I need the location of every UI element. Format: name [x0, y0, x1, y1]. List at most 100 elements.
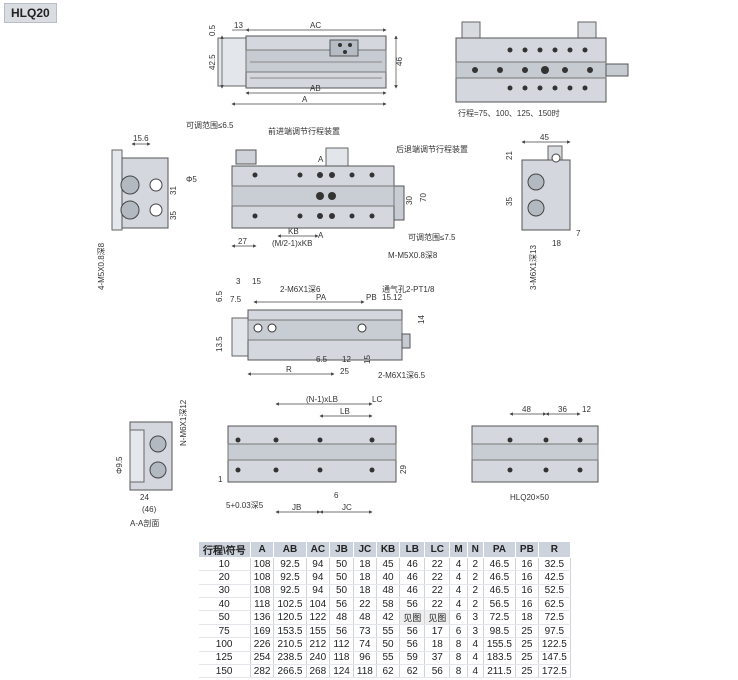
dim-lc: LC [372, 395, 382, 404]
table-cell: 4 [449, 570, 468, 585]
table-cell: 118 [250, 597, 275, 612]
dim-a: A [302, 95, 308, 104]
table-cell: 136 [250, 610, 275, 626]
table-cell: 108 [250, 557, 275, 572]
table-cell: 25 [515, 624, 539, 639]
table-cell: 6 [449, 610, 468, 626]
table-cell: 122.5 [538, 637, 571, 652]
table-header-cell: KB [375, 541, 401, 558]
table-cell: 62 [399, 664, 426, 679]
table-cell: 120.5 [273, 610, 307, 626]
table-cell: 169 [250, 624, 275, 639]
table-cell: 22 [353, 597, 377, 612]
table-cell: 2 [467, 584, 484, 598]
section-mark-a-bottom: A [318, 231, 324, 240]
table-cell: 72.5 [483, 610, 516, 626]
table-header-cell: LC [424, 541, 451, 558]
table-cell: 92.5 [273, 570, 307, 585]
table-cell: 62.5 [538, 597, 571, 612]
table-cell: 10 [198, 557, 251, 572]
dim-15-12: 15.12 [382, 293, 403, 302]
table-header-cell: 行程\符号 [198, 541, 251, 558]
km-label: (M/2-1)xKB [272, 239, 312, 248]
dim-14: 14 [417, 315, 426, 324]
table-header-cell: R [537, 541, 571, 558]
left-end-view: 15.6 31 35 4-M5X0.8深8 [97, 134, 178, 290]
dim-15: 15 [252, 277, 261, 286]
dim-46b: (46) [142, 505, 157, 514]
table-cell: 48 [376, 584, 401, 598]
dim-7: 7 [576, 229, 581, 238]
table-cell: 20 [198, 570, 251, 585]
table-cell: 22 [424, 570, 451, 585]
n-screw: N-M6X1深12 [179, 399, 188, 446]
table-cell: 22 [424, 584, 451, 598]
table-cell: 108 [250, 570, 275, 585]
table-cell: 32.5 [538, 557, 571, 572]
table-header-cell: JC [352, 541, 377, 558]
table-cell: 46.5 [483, 584, 516, 598]
table-cell: 100 [198, 637, 251, 652]
table-cell: 153.5 [273, 624, 307, 639]
ln-lb: (N-1)xLB [306, 395, 338, 404]
table-cell: 40 [198, 597, 251, 612]
table-cell: 73 [353, 624, 377, 639]
table-cell: 46.5 [483, 570, 516, 585]
table-cell: 4 [449, 584, 468, 598]
table-cell: 118 [329, 651, 354, 666]
table-cell: 25 [515, 651, 539, 666]
adjust-range-left: 可调范围≤6.5 [186, 120, 234, 130]
phi-9-5: Φ9.5 [115, 456, 124, 474]
table-cell: 50 [376, 637, 401, 652]
table-header-cell: AC [305, 541, 331, 558]
table-cell: 8 [449, 664, 468, 679]
table-cell: 56 [399, 637, 426, 652]
table-cell: 46 [399, 584, 426, 598]
main-side-view: 可调范围≤6.5 前进端调节行程装置 后退端调节行程装置 Φ5 A A KB 2… [186, 120, 468, 260]
table-cell: 56 [399, 624, 426, 639]
table-cell: 50 [329, 570, 354, 585]
stroke-note: 行程=75、100、125、150时 [458, 108, 560, 118]
table-cell: 4 [449, 597, 468, 612]
table-cell: 42 [376, 610, 401, 626]
dim-jc: JC [342, 503, 352, 512]
table-cell: 6 [449, 624, 468, 639]
table-cell: 122 [306, 610, 331, 626]
table-cell: 254 [250, 651, 275, 666]
table-cell: 16 [515, 584, 539, 598]
table-cell: 72.5 [538, 610, 571, 626]
front-adjuster: 前进端调节行程装置 [268, 126, 340, 136]
dim-31: 31 [169, 186, 178, 195]
model-title: HLQ20 [4, 3, 57, 23]
dim-46: 46 [395, 57, 404, 66]
table-cell: 46 [399, 557, 426, 572]
view-50-label: HLQ20×50 [510, 493, 549, 502]
m-screw: M-M5X0.8深8 [388, 251, 438, 260]
dim-12b: 12 [582, 405, 591, 414]
dim-13: 13 [234, 21, 243, 30]
dim-15b: 15 [363, 355, 372, 364]
table-cell: 282 [250, 664, 275, 679]
table-cell: 45 [376, 557, 401, 572]
table-header-cell: PB [514, 541, 539, 558]
table-cell: 8 [449, 651, 468, 666]
table-cell: 46.5 [483, 557, 516, 572]
table-cell: 96 [353, 651, 377, 666]
table-cell: 52.5 [538, 584, 571, 598]
table-cell: 124 [329, 664, 354, 679]
dim-6: 6 [334, 491, 339, 500]
dim-15-6: 15.6 [133, 134, 149, 143]
table-header-cell: AB [273, 541, 307, 558]
bottom-plan-view: (N-1)xLB LB LC 29 1 6 JB JC 5+0.03深5 [218, 395, 408, 514]
table-cell: 50 [198, 610, 251, 626]
table-cell: 55 [376, 624, 401, 639]
adjust-range-right: 可调范围≤7.5 [408, 232, 456, 242]
